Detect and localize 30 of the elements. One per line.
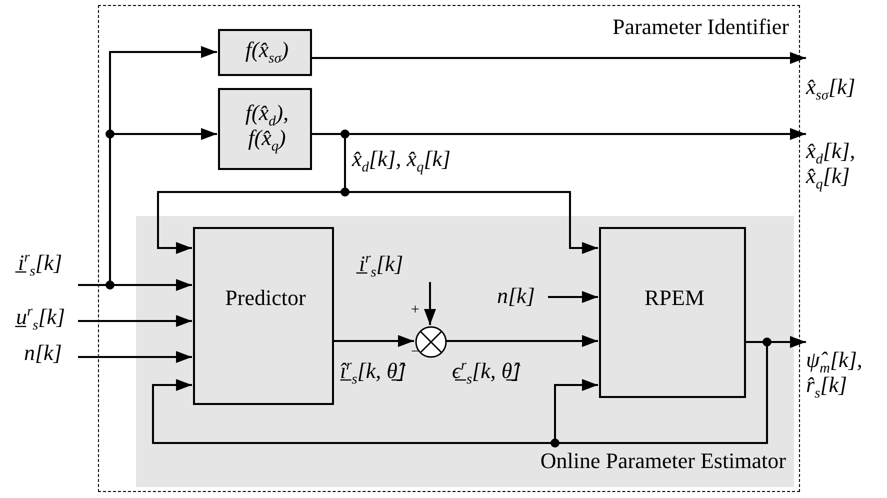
function-block <box>218 88 312 170</box>
rpem-block <box>599 227 746 398</box>
signal-arrow <box>446 335 598 347</box>
input-signal-label: u̲$^{r}$$_{s}$[k] <box>16 304 66 330</box>
parameter-identifier-boundary <box>98 5 800 492</box>
block-label: Predictor <box>224 285 307 310</box>
signal-arrow <box>424 282 436 325</box>
signal-arrow <box>311 52 806 64</box>
edge-label: ϵ̲$^{r}$$_{s}$[k, θ̲̂] <box>452 358 521 384</box>
edge-label: î̲$^{r}$$_{s}$[k, θ̲̂] <box>340 358 406 384</box>
summing-junction <box>415 326 447 358</box>
block-label: f(x̂$_{sσ}$) <box>244 37 290 62</box>
sign-label: − <box>411 345 420 360</box>
signal-arrow <box>333 335 414 347</box>
output-signal-label: x̂$_{d}$[k], x̂$_{q}$[k] <box>806 138 856 189</box>
signal-arrow <box>78 351 192 363</box>
block-title: Parameter Identifier <box>611 14 789 40</box>
predictor-block <box>193 227 334 405</box>
output-signal-label: ψ̂$_{m}$[k], r̂$_{s}$[k] <box>806 347 864 398</box>
output-signal-label: x̂$_{sσ}$[k] <box>806 74 856 100</box>
block-label: RPEM <box>644 285 706 310</box>
estimator-panel <box>136 216 794 487</box>
signal-arrow <box>78 315 192 327</box>
panel-title: Online Parameter Estimator <box>539 448 786 474</box>
block-label: f(x̂$_{d}$), f(x̂$_{q}$) <box>244 100 290 151</box>
input-signal-label: n[k] <box>24 340 63 366</box>
input-signal-label: n[k] <box>497 283 536 308</box>
sign-label: + <box>411 303 420 318</box>
signal-arrow <box>548 291 598 303</box>
function-block <box>218 29 312 76</box>
